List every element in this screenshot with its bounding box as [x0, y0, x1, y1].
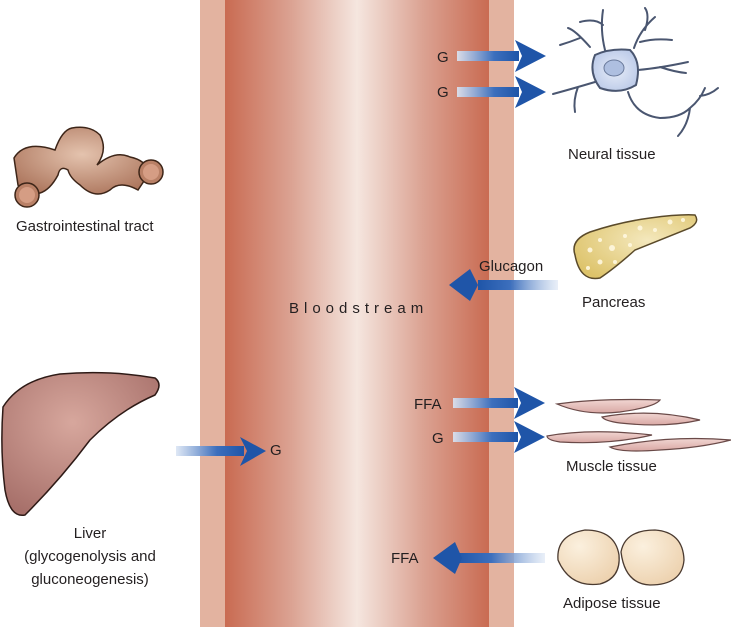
arrow-muscle-g — [453, 421, 545, 453]
arrow-adipose-ffa — [433, 542, 545, 574]
arrow-glucagon — [449, 269, 558, 301]
gi-tract-label: Gastrointestinal tract — [16, 218, 154, 235]
liver-label-line2: (glycogenolysis and — [24, 548, 156, 565]
arrow-neural-g1 — [457, 40, 546, 72]
arrow-label-adipose-ffa: FFA — [391, 550, 419, 567]
arrow-label-liver-g: G — [270, 442, 282, 459]
arrow-neural-g2 — [457, 76, 546, 108]
arrow-label-glucagon: Glucagon — [479, 258, 544, 275]
pancreas-label: Pancreas — [582, 294, 646, 311]
liver-label-line3: gluconeogenesis) — [31, 571, 149, 588]
arrow-label-muscle-ffa: FFA — [414, 396, 442, 413]
arrow-label-neural-g2: G — [437, 84, 449, 101]
adipose-cells-icon — [557, 529, 685, 586]
arrow-muscle-ffa — [453, 387, 545, 419]
gi-tract-icon — [13, 126, 164, 208]
arrow-label-neural-g1: G — [437, 49, 449, 66]
muscle-cells-icon — [546, 398, 731, 452]
neuron-icon — [552, 7, 719, 137]
bloodstream-label: Bloodstream — [289, 300, 429, 317]
muscle-tissue-label: Muscle tissue — [566, 458, 657, 475]
neural-tissue-label: Neural tissue — [568, 146, 656, 163]
arrow-liver-g — [176, 437, 266, 466]
blood-vessel-lumen — [225, 0, 489, 627]
liver-label: Liver (glycogenolysis and gluconeogenesi… — [0, 522, 180, 591]
arrow-label-muscle-g: G — [432, 430, 444, 447]
adipose-tissue-label: Adipose tissue — [563, 595, 661, 612]
liver-icon — [1, 371, 160, 517]
pancreas-icon — [573, 214, 698, 280]
liver-label-line1: Liver — [73, 525, 107, 542]
